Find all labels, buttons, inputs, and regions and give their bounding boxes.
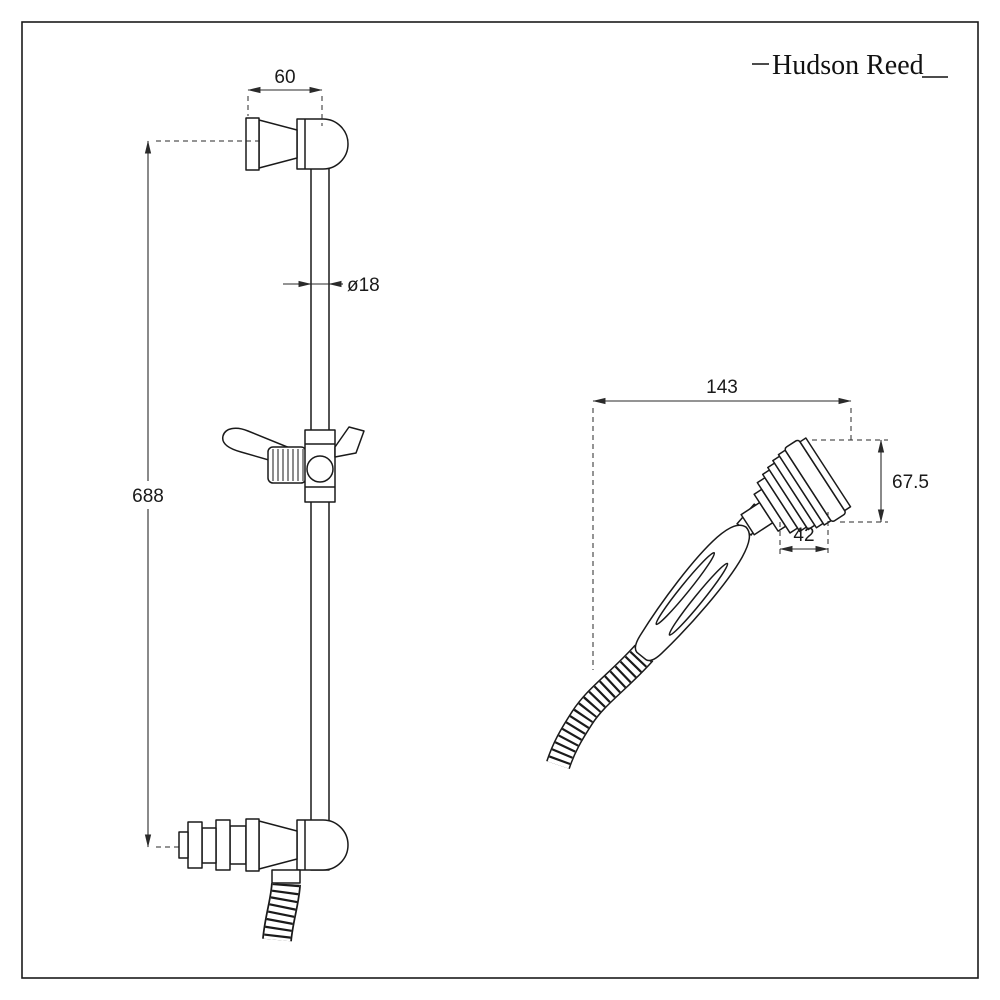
handle-grip-slot-1 bbox=[655, 551, 716, 626]
top-bracket-clamp bbox=[296, 118, 349, 170]
brand-logo: Hudson Reed bbox=[752, 50, 948, 81]
dim-rail-diameter-label: ø18 bbox=[347, 275, 380, 296]
dim-handset-length-label: 143 bbox=[706, 377, 738, 398]
head-face-rim bbox=[799, 437, 852, 512]
bottom-bracket-cone bbox=[258, 820, 298, 870]
handset-head bbox=[740, 437, 852, 536]
bottom-bracket bbox=[178, 818, 349, 884]
knurl-hatching bbox=[272, 449, 304, 481]
bottom-nut-1 bbox=[229, 825, 247, 865]
top-bracket bbox=[245, 117, 349, 171]
dim-head-face-label: 42 bbox=[793, 525, 814, 546]
slider-knurled-knob bbox=[267, 446, 307, 484]
dim-rail-length: 688 bbox=[126, 140, 260, 848]
handset-hose bbox=[546, 644, 654, 770]
bottom-washer-2 bbox=[187, 821, 203, 869]
page-border bbox=[21, 21, 979, 979]
dim-handset-length: 143 bbox=[592, 377, 852, 670]
handle-body bbox=[634, 524, 751, 662]
handle-grip-slot-2 bbox=[668, 562, 729, 636]
dim-head-height-label: 67.5 bbox=[892, 472, 929, 493]
brand-name: Hudson Reed bbox=[772, 50, 924, 81]
bottom-nut-2 bbox=[201, 827, 217, 864]
top-bracket-cone bbox=[258, 119, 298, 169]
dim-rail-diameter: ø18 bbox=[283, 275, 380, 296]
dim-head-height: 67.5 bbox=[812, 439, 929, 523]
slider-assembly bbox=[222, 426, 365, 503]
slider-cradle-wing bbox=[334, 426, 365, 458]
bottom-washer-1 bbox=[215, 819, 231, 871]
dim-head-face: 42 bbox=[779, 512, 829, 556]
handset-view: 143 bbox=[546, 377, 929, 770]
dim-rail-length-label: 688 bbox=[132, 486, 164, 507]
hose-outlet-stub bbox=[271, 869, 301, 884]
top-bracket-flange bbox=[245, 117, 260, 171]
handset-handle bbox=[634, 503, 768, 662]
bottom-bracket-clamp bbox=[296, 819, 349, 871]
outlet-hose bbox=[262, 882, 301, 942]
dim-bracket-width: 60 bbox=[247, 67, 323, 126]
slider-pivot bbox=[306, 455, 334, 483]
dim-rail-length-backing bbox=[126, 481, 170, 509]
slide-rail-view: 60 ø18 688 bbox=[126, 67, 380, 942]
bottom-stub bbox=[178, 831, 189, 859]
bottom-bracket-flange bbox=[245, 818, 260, 872]
dim-bracket-width-label: 60 bbox=[274, 67, 295, 88]
